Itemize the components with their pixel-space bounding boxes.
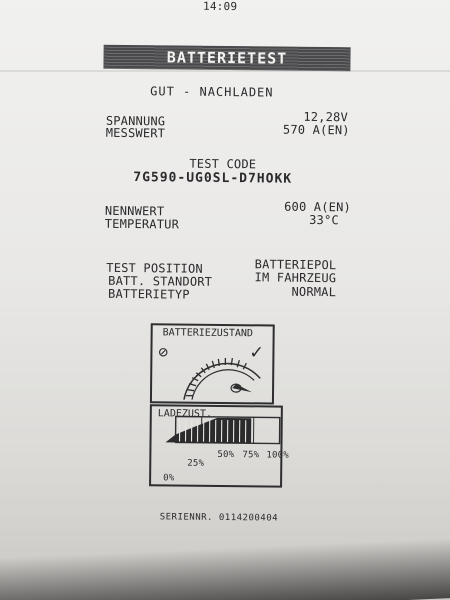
print-time: 14:09 — [203, 0, 238, 14]
paper-fold — [0, 70, 450, 72]
serial-number: SERIENNR. 0114200404 — [159, 512, 279, 524]
charge-label-25: 25% — [187, 458, 205, 469]
battery-type-value: NORMAL — [291, 284, 337, 300]
charge-label-0: 0% — [163, 473, 175, 484]
battery-location-value: IM FAHRZEUG — [254, 270, 337, 286]
measured-value: 570 A(EN) — [282, 122, 350, 138]
charge-label-50: 50% — [217, 449, 235, 461]
charge-bar-hatching — [178, 419, 247, 443]
battery-condition-box: BATTERIEZUSTAND ⊘ ✓ — [149, 323, 275, 405]
charge-label-75: 75% — [242, 450, 260, 461]
charge-state-box: LADEZUST. 0% 25% 50% 75% 100% — [149, 404, 289, 488]
title-banner: BATTERIETEST — [103, 44, 351, 72]
test-result: GUT - NACHLADEN — [150, 84, 274, 100]
battery-type-label: BATTERIETYP — [107, 286, 190, 302]
condition-gauge-icon — [183, 357, 261, 400]
charge-bar — [165, 415, 281, 445]
temperature-label: TEMPERATUR — [104, 216, 180, 232]
charge-label-100: 100% — [266, 450, 289, 461]
test-code-label: TEST CODE — [189, 156, 257, 172]
test-code: 7G590-UG0SL-D7HOKK — [133, 170, 293, 187]
temperature-value: 33°C — [309, 212, 339, 228]
charge-bar-fill — [165, 417, 252, 444]
measured-label: MESSWERT — [105, 125, 166, 141]
